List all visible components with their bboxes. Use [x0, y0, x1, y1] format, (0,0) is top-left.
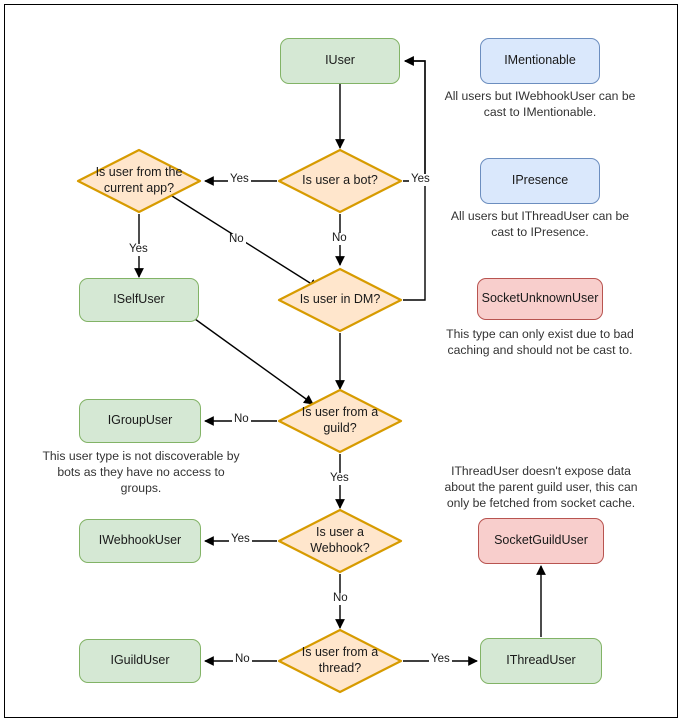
- note-socketunknownuser: This type can only exist due to bad cach…: [446, 327, 634, 358]
- node-igroupuser-label: IGroupUser: [107, 413, 173, 428]
- node-iuser-label: IUser: [325, 53, 355, 68]
- node-imentionable-label: IMentionable: [504, 53, 576, 68]
- node-ipresence-label: IPresence: [511, 173, 569, 188]
- node-socketguilduser[interactable]: SocketGuildUser: [478, 518, 604, 564]
- edge-label-is-bot-no: No: [330, 232, 349, 245]
- node-iguilduser[interactable]: IGuildUser: [79, 639, 201, 683]
- edge-label-is-bot-yes: Yes: [228, 173, 251, 186]
- node-is-user-in-dm-label: Is user in DM?: [299, 292, 381, 307]
- edge-label-is-bot-yes-right: Yes: [409, 173, 432, 186]
- note-imentionable: All users but IWebhookUser can be cast t…: [444, 89, 636, 120]
- note-ipresence: All users but IThreadUser can be cast to…: [450, 209, 630, 240]
- diamond-shape-icon: [277, 267, 403, 333]
- node-is-user-from-a-thread-label: Is user from a thread?: [301, 645, 379, 675]
- diamond-shape-icon: [277, 148, 403, 214]
- note-socketguilduser: IThreadUser doesn't expose data about th…: [444, 464, 638, 511]
- edge-label-is-thread-no: No: [233, 653, 252, 666]
- node-is-user-from-current-app-label: Is user from the current app?: [95, 165, 183, 195]
- node-is-user-from-a-guild[interactable]: Is user from a guild?: [277, 388, 403, 454]
- node-iuser[interactable]: IUser: [280, 38, 400, 84]
- edge-label-is-current-app-no: No: [227, 233, 246, 246]
- node-is-user-from-current-app[interactable]: Is user from the current app?: [76, 148, 202, 214]
- node-iwebhookuser[interactable]: IWebhookUser: [79, 519, 201, 563]
- node-ithreaduser-label: IThreadUser: [506, 653, 576, 668]
- node-is-user-from-a-guild-label: Is user from a guild?: [301, 405, 379, 435]
- node-imentionable[interactable]: IMentionable: [480, 38, 600, 84]
- node-iwebhookuser-label: IWebhookUser: [98, 533, 182, 548]
- node-socketunknownuser[interactable]: SocketUnknownUser: [477, 278, 603, 320]
- node-igroupuser[interactable]: IGroupUser: [79, 399, 201, 443]
- node-is-user-a-bot-label: Is user a bot?: [302, 173, 378, 188]
- edge-label-is-guild-yes: Yes: [328, 472, 351, 485]
- edge-label-is-guild-no: No: [232, 413, 251, 426]
- diamond-shape-icon: [277, 388, 403, 454]
- node-socketunknownuser-label: SocketUnknownUser: [481, 291, 599, 306]
- edge-label-is-current-app-yes: Yes: [127, 243, 150, 256]
- node-iguilduser-label: IGuildUser: [110, 653, 170, 668]
- node-is-user-a-bot[interactable]: Is user a bot?: [277, 148, 403, 214]
- diamond-shape-icon: [277, 628, 403, 694]
- edge-label-is-webhook-yes: Yes: [229, 533, 252, 546]
- node-ipresence[interactable]: IPresence: [480, 158, 600, 204]
- node-iselfuser[interactable]: ISelfUser: [79, 278, 199, 322]
- note-igroupuser: This user type is not discoverable by bo…: [42, 449, 240, 496]
- node-is-user-in-dm[interactable]: Is user in DM?: [277, 267, 403, 333]
- edge-label-is-webhook-no: No: [331, 592, 350, 605]
- edge-label-is-thread-yes: Yes: [429, 653, 452, 666]
- node-is-user-from-a-thread[interactable]: Is user from a thread?: [277, 628, 403, 694]
- node-socketguilduser-label: SocketGuildUser: [494, 533, 588, 548]
- node-is-user-a-webhook-label: Is user a Webhook?: [310, 525, 370, 555]
- diamond-shape-icon: [76, 148, 202, 214]
- node-is-user-a-webhook[interactable]: Is user a Webhook?: [277, 508, 403, 574]
- node-iselfuser-label: ISelfUser: [113, 292, 165, 307]
- diamond-shape-icon: [277, 508, 403, 574]
- node-ithreaduser[interactable]: IThreadUser: [480, 638, 602, 684]
